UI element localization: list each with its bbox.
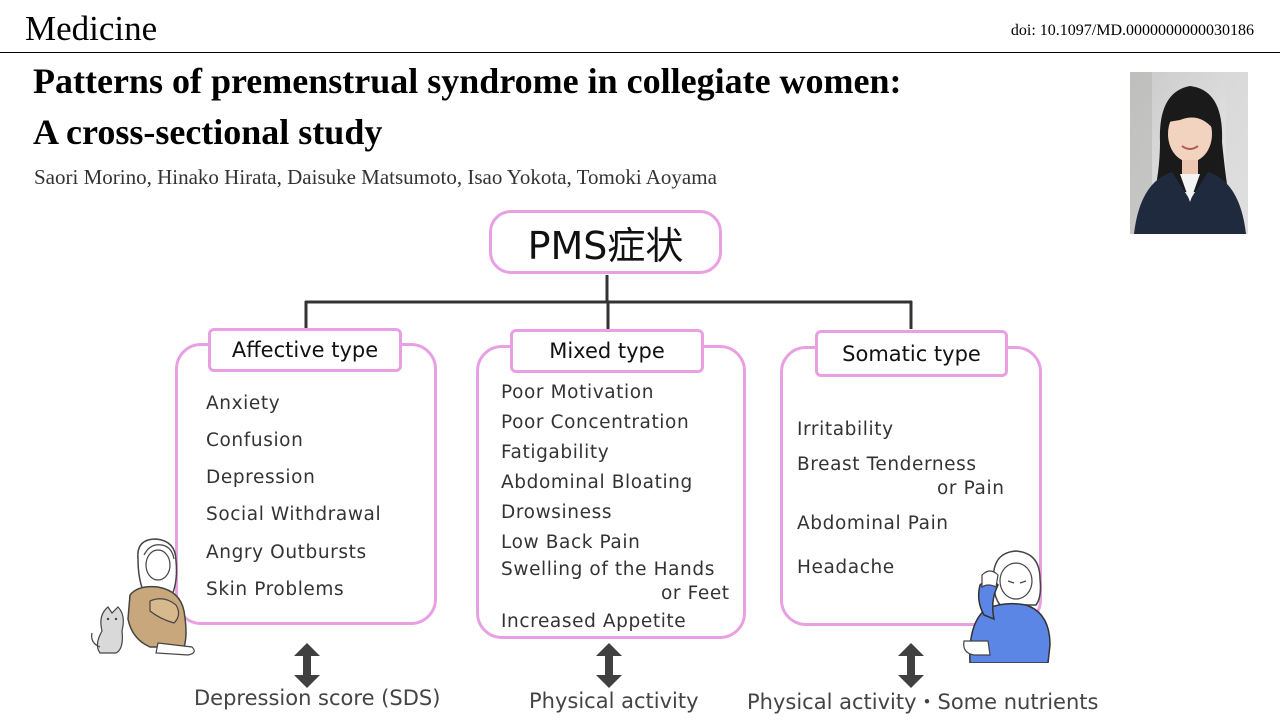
- paper-title-line1: Patterns of premenstrual syndrome in col…: [33, 61, 902, 101]
- sitting-girl-with-cat-illustration: [88, 535, 206, 659]
- mixed-item: Swelling of the Hands: [501, 559, 715, 580]
- paper-title: Patterns of premenstrual syndrome in col…: [33, 56, 1093, 158]
- somatic-item: Irritability: [797, 419, 894, 440]
- affective-outcome: Depression score (SDS): [194, 686, 441, 710]
- affective-item: Social Withdrawal: [206, 504, 382, 525]
- somatic-item: Breast Tenderness: [797, 454, 977, 475]
- somatic-item: Headache: [797, 557, 895, 578]
- paper-title-line2: A cross-sectional study: [33, 112, 383, 152]
- mixed-item: Increased Appetite: [501, 611, 687, 632]
- mixed-type-label: Mixed type: [510, 329, 704, 373]
- mixed-item: Drowsiness: [501, 502, 613, 523]
- somatic-type-label: Somatic type: [815, 330, 1008, 377]
- somatic-outcome: Physical activity・Some nutrients: [747, 690, 1099, 714]
- pms-symptoms-node: PMS症状: [489, 210, 722, 274]
- header-divider: [0, 52, 1280, 53]
- paper-authors: Saori Morino, Hinako Hirata, Daisuke Mat…: [34, 165, 717, 189]
- mixed-outcome: Physical activity: [529, 689, 699, 713]
- somatic-item: Abdominal Pain: [797, 513, 949, 534]
- journal-name: Medicine: [25, 9, 158, 48]
- affective-item: Skin Problems: [206, 579, 345, 600]
- mixed-item: Low Back Pain: [501, 532, 641, 553]
- affective-type-label: Affective type: [208, 328, 402, 372]
- affective-item: Angry Outbursts: [206, 542, 367, 563]
- headache-woman-illustration: [960, 545, 1056, 663]
- affective-item: Confusion: [206, 430, 304, 451]
- affective-item: Anxiety: [206, 393, 281, 414]
- double-arrow-icon: [596, 643, 622, 688]
- double-arrow-icon: [898, 643, 924, 688]
- author-photo: [1130, 72, 1248, 234]
- double-arrow-icon: [294, 643, 320, 688]
- affective-type-box: [175, 343, 437, 625]
- mixed-item: or Feet: [661, 583, 730, 604]
- mixed-item: Fatigability: [501, 442, 610, 463]
- somatic-item: or Pain: [937, 478, 1005, 499]
- affective-item: Depression: [206, 467, 316, 488]
- mixed-item: Poor Concentration: [501, 412, 690, 433]
- doi-text: doi: 10.1097/MD.0000000000030186: [1010, 22, 1254, 39]
- mixed-type-box: [476, 345, 746, 639]
- mixed-item: Abdominal Bloating: [501, 472, 693, 493]
- mixed-item: Poor Motivation: [501, 382, 655, 403]
